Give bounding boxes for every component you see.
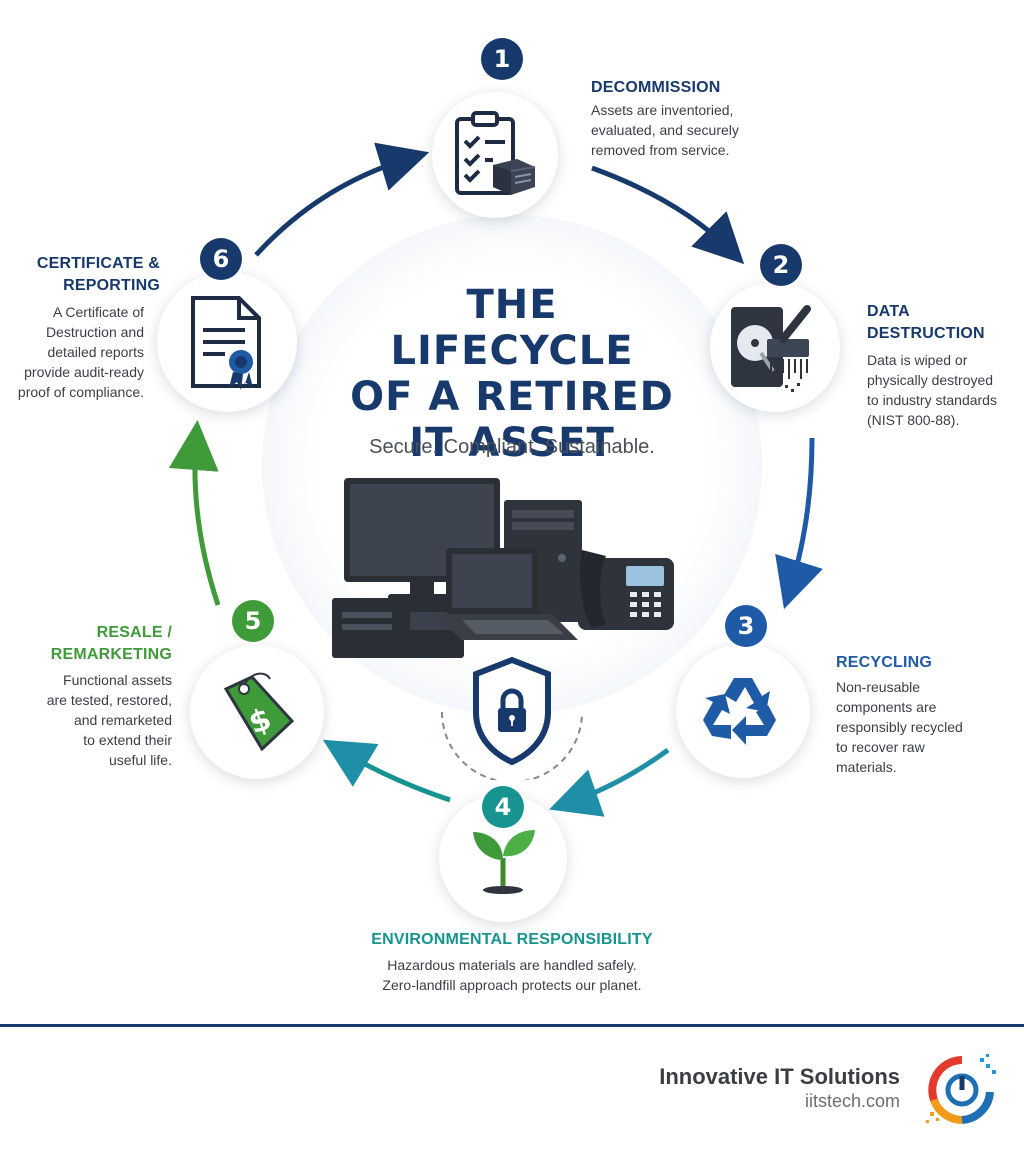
step-1-desc-line: Assets are inventoried, (591, 102, 734, 118)
main-title-line: THE LIFECYCLE (390, 282, 634, 374)
step-3-badge: 3 (725, 605, 767, 647)
it-equipment-illustration (332, 478, 674, 658)
step-6-title-line: CERTIFICATE & (36, 255, 160, 272)
step-2-desc: Data is wiped or physically destroyed to… (867, 350, 997, 430)
step-5-desc-line: Functional assets (63, 672, 172, 688)
step-5-title-line: REMARKETING (50, 646, 172, 663)
step-5-badge: 5 (232, 600, 274, 642)
step-6-desc: A Certificate of Destruction and detaile… (4, 302, 144, 402)
step-1-desc-line: evaluated, and securely (591, 122, 739, 138)
arrow-5-to-6 (168, 420, 221, 606)
arrow-2-to-3 (775, 437, 823, 610)
step-6-desc-line: Destruction and (45, 324, 144, 340)
step-2-desc-line: physically destroyed (867, 372, 994, 388)
step-3-circle (676, 644, 810, 778)
step-3-desc-line: to recover raw (836, 739, 925, 755)
step-1-desc-line: removed from service. (591, 142, 730, 158)
step-2-title-line: DESTRUCTION (867, 325, 985, 342)
step-6-badge: 6 (200, 238, 242, 280)
step-5-desc-line: and remarketed (73, 712, 172, 728)
step-6-title: CERTIFICATE & REPORTING (10, 253, 160, 297)
step-2-title: DATA DESTRUCTION (867, 301, 985, 345)
step-4-badge: 4 (482, 786, 524, 828)
step-6-desc-line: proof of compliance. (17, 384, 144, 400)
step-5-desc-line: to extend their (83, 732, 172, 748)
step-1-circle (432, 92, 558, 218)
step-1-badge: 1 (481, 38, 523, 80)
step-4-desc: Hazardous materials are handled safely. … (312, 955, 712, 995)
hard-drive-shredder-icon (731, 305, 811, 392)
step-1-title: DECOMMISSION (591, 79, 721, 96)
step-2-circle (710, 282, 840, 412)
lifecycle-diagram: 1 DECOMMISSION Assets are inventoried, e… (4, 38, 997, 995)
step-3-desc-line: materials. (836, 759, 897, 775)
step-2-title-line: DATA (867, 303, 910, 320)
step-6-circle (157, 272, 297, 412)
step-2-desc-line: (NIST 800-88). (867, 412, 960, 428)
step-6-desc-line: provide audit-ready (24, 364, 144, 380)
step-6-desc-line: A Certificate of (52, 304, 144, 320)
step-3-desc: Non-reusable components are responsibly … (836, 677, 963, 777)
main-title-line: OF A RETIRED (350, 374, 674, 420)
step-2-badge: 2 (760, 244, 802, 286)
subtitle: Secure. Compliant. Sustainable. (369, 436, 655, 458)
arrow-6-to-1 (254, 142, 430, 257)
step-3-desc-line: components are (836, 699, 937, 715)
step-3-desc-line: Non-reusable (836, 679, 921, 695)
step-5-circle: $ (190, 645, 324, 779)
sprout-icon (473, 830, 535, 894)
step-4-desc-line: Hazardous materials are handled safely. (387, 957, 637, 973)
step-4-desc-line: Zero-landfill approach protects our plan… (382, 977, 642, 993)
recycle-icon (703, 678, 776, 745)
step-4-title: ENVIRONMENTAL RESPONSIBILITY (371, 931, 653, 948)
brand-url[interactable]: iitstech.com (804, 1091, 900, 1111)
step-5-title-line: RESALE / (96, 624, 172, 641)
price-tag-icon: $ (223, 672, 295, 752)
step-3-desc-line: responsibly recycled (836, 719, 963, 735)
arrow-3-to-4 (549, 747, 670, 817)
arrow-1-to-2 (591, 165, 745, 265)
main-title: THE LIFECYCLE OF A RETIRED IT ASSET (340, 282, 684, 466)
clipboard-server-icon (455, 111, 536, 195)
step-6-desc-line: detailed reports (47, 344, 144, 360)
cycle-arrows (168, 142, 823, 817)
step-1-desc: Assets are inventoried, evaluated, and s… (591, 100, 739, 160)
security-shield-icon (441, 656, 583, 780)
main-title-line: IT ASSET (409, 420, 615, 466)
step-5-desc-line: useful life. (108, 752, 172, 768)
certificate-icon (191, 296, 261, 390)
footer-divider (0, 1024, 1024, 1027)
step-5-desc-line: are tested, restored, (46, 692, 172, 708)
step-3-title: RECYCLING (836, 654, 933, 671)
brand-name: Innovative IT Solutions (659, 1064, 900, 1089)
step-2-desc-line: to industry standards (867, 392, 997, 408)
step-6-title-line: REPORTING (63, 277, 160, 294)
brand-logo-icon (926, 1054, 996, 1124)
step-2-desc-line: Data is wiped or (867, 352, 968, 368)
step-5-title: RESALE / REMARKETING (20, 622, 172, 666)
step-5-desc: Functional assets are tested, restored, … (12, 670, 172, 770)
arrow-4-to-5 (322, 739, 451, 803)
